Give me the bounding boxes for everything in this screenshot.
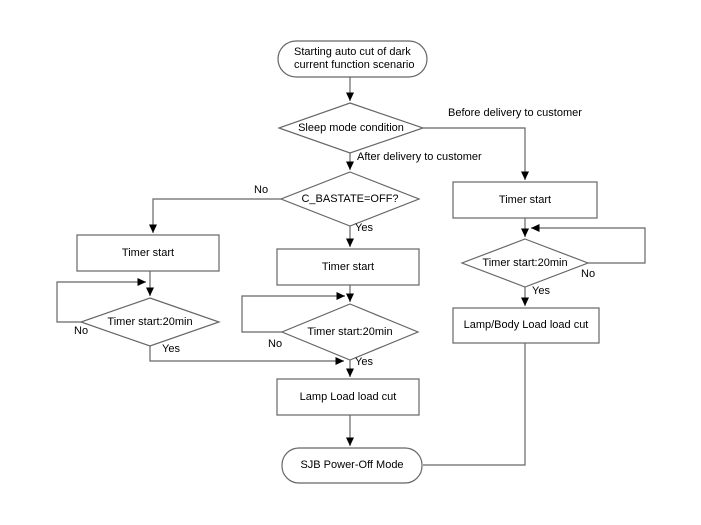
start-terminator-shape xyxy=(277,40,428,78)
edge-label-cbastate-no: No xyxy=(254,184,269,196)
right-lamp-load-cut-shape xyxy=(452,307,600,344)
end-terminator-shape xyxy=(281,447,423,484)
edge-label-mid-loop-no: No xyxy=(268,338,283,350)
sleep-condition-label: Sleep mode condition xyxy=(298,121,404,134)
mid-lamp-load-cut-label: Lamp Load load cut xyxy=(299,390,397,403)
edge-left-20min-no-loop xyxy=(56,278,146,323)
right-timer-start-shape xyxy=(452,181,598,219)
edge-mid-20min-no-loop xyxy=(241,292,345,333)
end-terminator-label: SJB Power-Off Mode xyxy=(300,459,404,471)
edge-cbastate-no-to-left-timer xyxy=(149,198,281,233)
mid-lamp-load-cut-shape xyxy=(276,378,420,416)
edge-right-20min-no-loop xyxy=(531,224,646,264)
c-bastate-label: C_BASTATE=OFF? xyxy=(301,192,399,205)
left-timer-start-shape xyxy=(76,234,220,272)
edge-sleep-before-to-right-timer xyxy=(423,127,529,180)
edge-label-left-loop-no: No xyxy=(74,325,89,337)
mid-timer-start-label: Timer start xyxy=(321,260,375,273)
right-timer-start-label: Timer start xyxy=(498,193,552,206)
mid-timer-20min-label: Timer start:20min xyxy=(307,325,393,338)
right-timer-20min-label: Timer start:20min xyxy=(482,256,568,269)
edge-label-right-yes: Yes xyxy=(532,285,550,297)
edge-label-cbastate-yes: Yes xyxy=(355,222,373,234)
edge-label-right-loop-no: No xyxy=(581,268,596,280)
edge-right-lamp-to-end xyxy=(423,343,526,466)
right-lamp-load-cut-label: Lamp/Body Load load cut xyxy=(463,319,589,331)
edge-label-left-yes: Yes xyxy=(162,343,180,355)
edge-label-after-delivery: After delivery to customer xyxy=(357,151,482,163)
edge-label-mid-yes: Yes xyxy=(355,356,373,368)
left-timer-start-label: Timer start xyxy=(121,246,175,259)
start-terminator-label: Starting auto cut of dark current functi… xyxy=(294,46,415,71)
edge-left-20min-yes-merge xyxy=(149,346,344,365)
left-timer-20min-label: Timer start:20min xyxy=(107,315,193,328)
mid-timer-start-shape xyxy=(276,248,420,286)
edge-label-before-delivery: Before delivery to customer xyxy=(448,107,582,119)
